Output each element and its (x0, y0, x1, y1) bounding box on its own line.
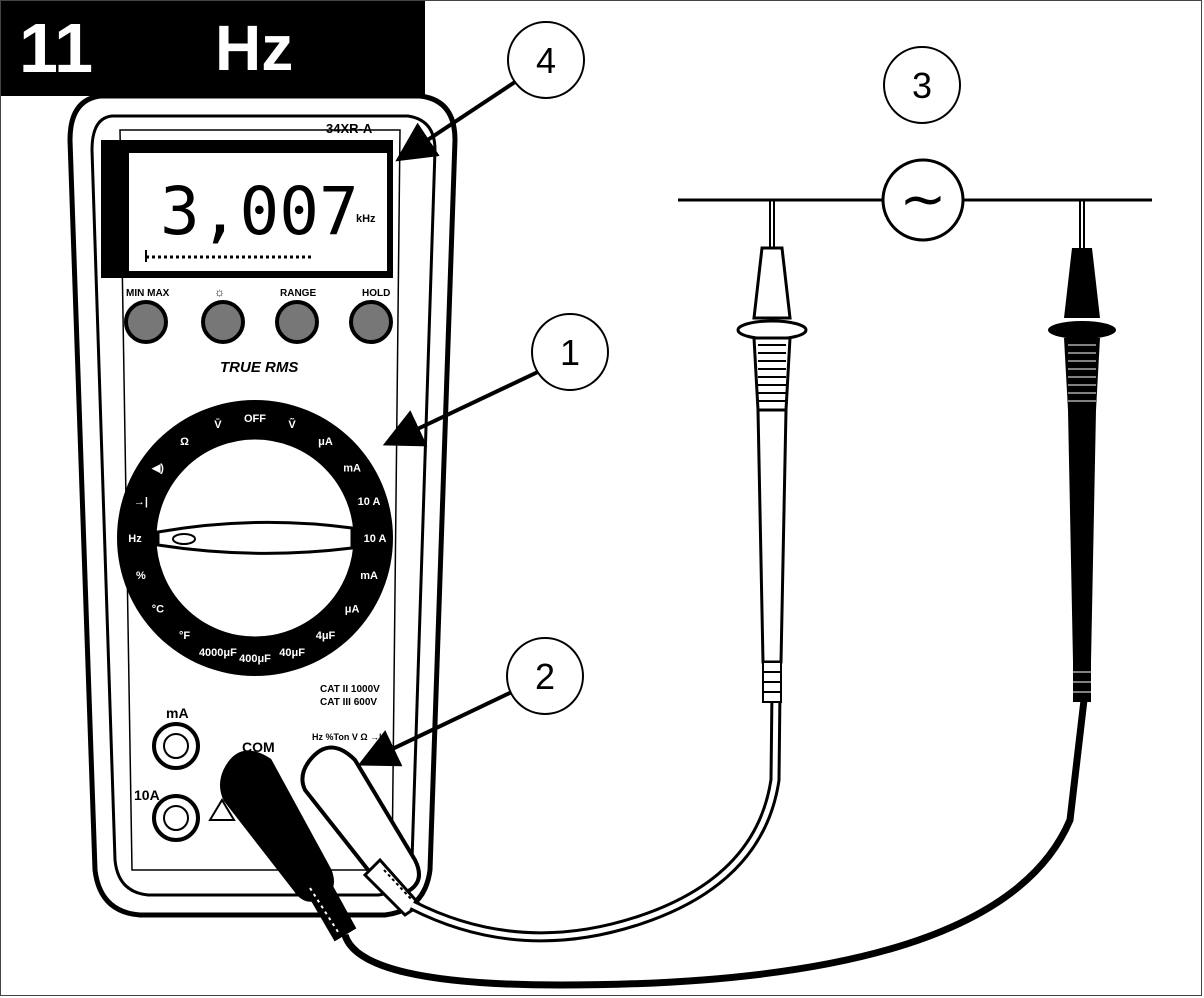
ac-source-symbol (881, 158, 965, 242)
dial-position-label[interactable]: μA (345, 604, 360, 616)
dial-position-label[interactable]: Ṽ (288, 418, 296, 431)
backlight-button[interactable]: ☼ (201, 285, 245, 344)
red-probe-plug (300, 745, 423, 917)
red-lead (410, 689, 779, 940)
black-lead (341, 699, 1088, 989)
svg-text:☼: ☼ (214, 285, 225, 299)
dial-position-label[interactable]: V̄ (214, 419, 222, 431)
dial-position-label[interactable]: mA (343, 463, 361, 475)
cat-rating-2: CAT III 600V (320, 697, 377, 708)
step-number: 11 (19, 9, 93, 87)
dial-position-label[interactable]: Ω (180, 436, 189, 448)
ten-amp-jack[interactable]: 10A (134, 787, 200, 842)
lcd-unit: kHz (356, 213, 376, 225)
callout-3-label: 3 (912, 65, 932, 106)
button-row: MIN MAX ☼ RANGE HOLD (124, 285, 393, 344)
svg-text:10A: 10A (134, 787, 160, 803)
step-unit: Hz (215, 12, 294, 84)
multimeter: 34XR-A 3,007 kHz MIN MAX ☼ RANGE (67, 93, 458, 918)
ac-circuit: ~ (678, 158, 1152, 242)
dial-position-label[interactable]: °F (179, 630, 190, 642)
dial-position-label[interactable]: 4000μF (199, 647, 237, 659)
red-test-probe (736, 200, 808, 703)
svg-text:mA: mA (166, 705, 189, 721)
dial-position-label[interactable]: 400μF (239, 653, 271, 665)
cat-rating-1: CAT II 1000V (320, 684, 380, 695)
callout-3: 3 (883, 46, 961, 124)
svg-text:MIN MAX: MIN MAX (126, 288, 170, 299)
step-header: 11 Hz (1, 1, 425, 96)
callout-2-label: 2 (535, 656, 555, 697)
dial-position-label[interactable]: 40μF (279, 647, 305, 659)
true-rms-label: TRUE RMS (220, 359, 298, 376)
dial-position-label[interactable]: mA (360, 570, 378, 582)
ma-jack[interactable]: mA (152, 705, 200, 770)
v-jack-label: Hz %Ton V Ω →| (312, 732, 382, 742)
svg-text:RANGE: RANGE (280, 288, 316, 299)
warning-icon (208, 798, 236, 821)
dial-position-label[interactable]: OFF (244, 413, 266, 425)
lcd-value: 3,007 (160, 173, 359, 250)
dial-position-label[interactable]: °C (152, 604, 164, 616)
dial-position-label[interactable]: 10 A (364, 533, 387, 545)
red-lead-outline (409, 689, 782, 943)
min-max-button[interactable]: MIN MAX (124, 288, 170, 344)
dial-position-label[interactable]: 10 A (358, 496, 381, 508)
callout-4-label: 4 (536, 40, 556, 81)
dial-position-label[interactable]: % (136, 570, 146, 582)
black-test-probe (1048, 200, 1116, 702)
svg-text:HOLD: HOLD (362, 288, 390, 299)
dial-position-label[interactable]: ◀) (151, 463, 164, 475)
callout-1-label: 1 (560, 332, 580, 373)
lcd-screen (127, 151, 389, 273)
range-button[interactable]: RANGE (275, 288, 319, 344)
sine-wave-icon: ~ (900, 167, 947, 232)
model-label: 34XR-A (326, 121, 373, 136)
callout-2: 2 (357, 637, 584, 767)
hold-button[interactable]: HOLD (349, 288, 393, 344)
dial-position-label[interactable]: μA (318, 436, 333, 448)
lcd-bargraph (145, 250, 312, 262)
dial-position-label[interactable]: Hz (128, 533, 142, 545)
dial-position-label[interactable]: →| (134, 496, 148, 508)
dial-position-label[interactable]: 4μF (316, 630, 336, 642)
callout-1: 1 (382, 313, 609, 447)
dial-pointer (156, 520, 354, 555)
callout-4: 4 (395, 21, 585, 162)
black-probe-plug (220, 750, 357, 942)
